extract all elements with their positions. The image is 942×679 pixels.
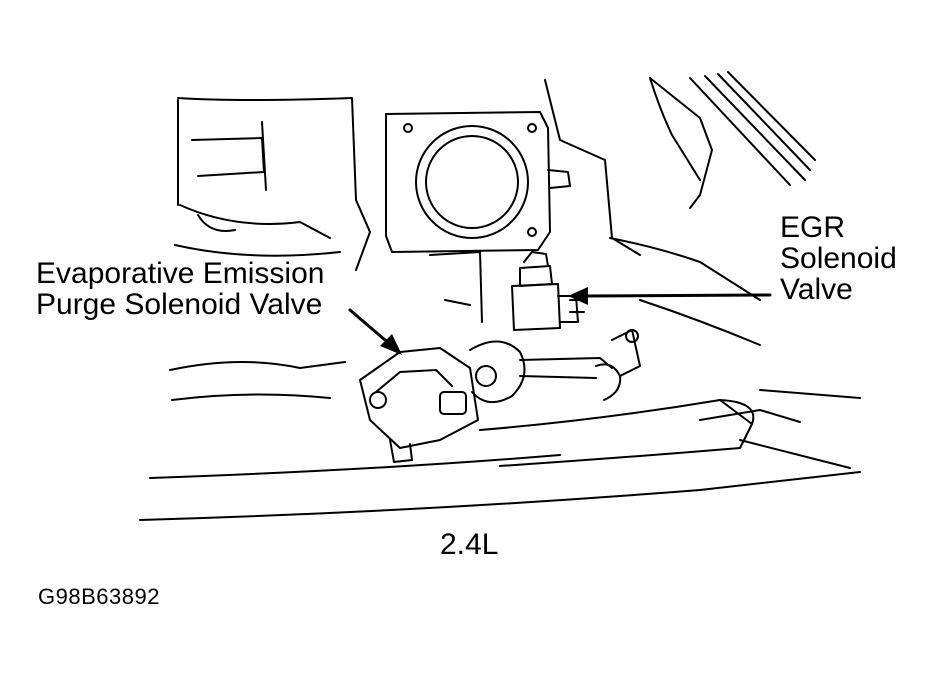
figure-id-label: G98B63892 <box>38 584 160 609</box>
hose-assembly <box>469 329 755 467</box>
egr-solenoid-label: EGR Solenoid Valve <box>780 212 897 305</box>
egr-label-line-3: Valve <box>780 273 853 306</box>
evap-purge-solenoid-body <box>359 347 479 463</box>
egr-label-line-2: Solenoid <box>780 242 897 275</box>
evap-callout-arrow <box>348 308 402 355</box>
evap-label-line-2: Purge Solenoid Valve <box>36 288 323 321</box>
egr-label-line-1: EGR <box>780 211 846 244</box>
egr-solenoid-body <box>511 251 585 331</box>
engine-size-label: 2.4L <box>440 528 499 561</box>
evap-label-line-1: Evaporative Emission <box>36 257 325 290</box>
engine-bay-outline <box>139 71 861 521</box>
evap-purge-solenoid-label: Evaporative Emission Purge Solenoid Valv… <box>36 258 324 320</box>
throttle-body <box>385 111 571 253</box>
egr-callout-arrow <box>568 287 772 305</box>
